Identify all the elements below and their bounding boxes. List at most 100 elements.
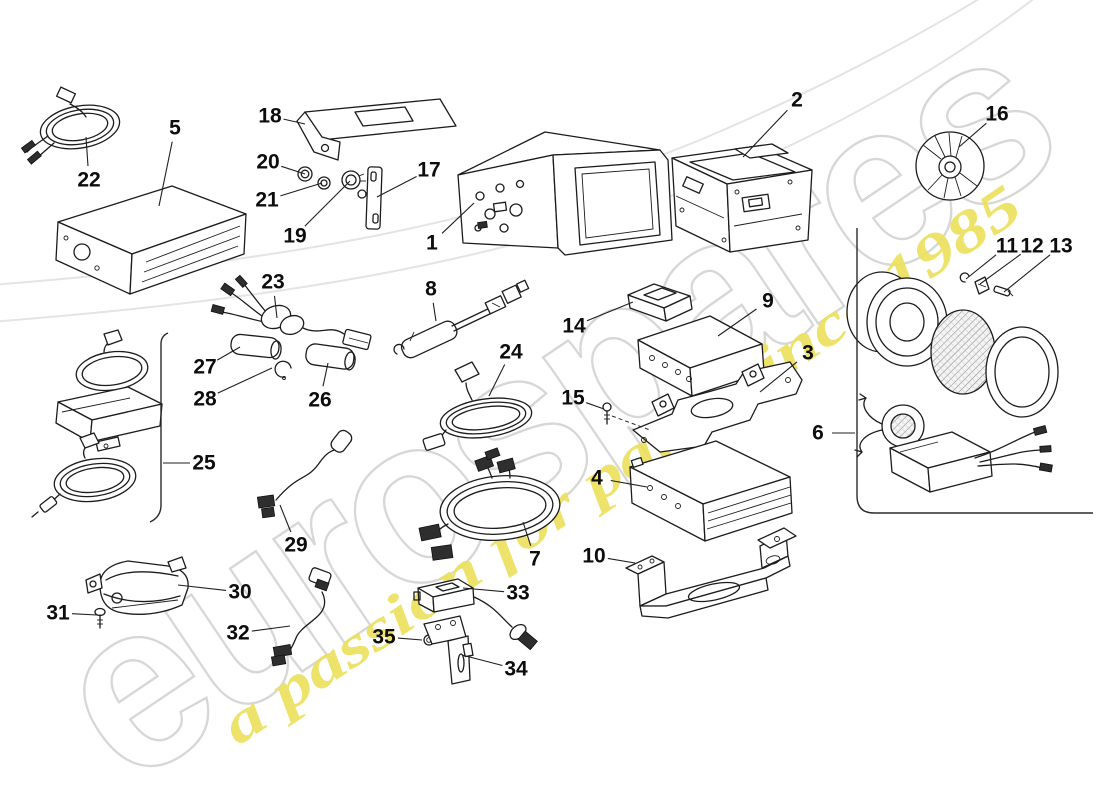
part-label-15: 15: [561, 387, 585, 410]
part-4-amplifier-drawing: [629, 440, 793, 542]
part-label-8: 8: [425, 278, 437, 301]
leader-line-21: [280, 182, 323, 197]
part-label-18: 18: [258, 105, 282, 128]
part-label-28: 28: [193, 388, 217, 411]
leader-line-10: [607, 557, 636, 564]
part-label-5: 5: [169, 117, 181, 140]
part-17-side-bracket-strip-drawing: [357, 166, 383, 230]
part-25-cable-kit-drawing: [31, 329, 163, 518]
leader-line-22: [85, 136, 89, 167]
leader-line-34: [461, 654, 503, 667]
part-label-2: 2: [791, 89, 803, 112]
part-18-top-bracket-plate-drawing: [296, 98, 457, 161]
part-label-13: 13: [1049, 235, 1072, 258]
part-19-knob-drawing: [341, 170, 366, 190]
part-21-ring-drawing: [317, 176, 331, 190]
leader-line-28: [217, 367, 273, 394]
part-15-screw-drawing: [602, 402, 651, 431]
part-label-33: 33: [506, 582, 529, 605]
part-2-mounting-cage-drawing: [671, 143, 813, 253]
part-label-31: 31: [46, 602, 70, 625]
part-label-6: 6: [812, 422, 824, 445]
part-30-subwoofer-drawing: [85, 556, 189, 615]
leader-line-4: [610, 479, 648, 488]
part-32-sensor-cable-drawing: [270, 567, 332, 667]
leader-line-16: [958, 122, 987, 148]
part-9-control-module-drawing: [637, 315, 765, 397]
part-label-4: 4: [591, 467, 603, 490]
leader-line-24: [488, 364, 506, 397]
part-33-antenna-module-drawing: [413, 578, 538, 651]
part-label-12: 12: [1020, 235, 1043, 258]
part-label-10: 10: [582, 545, 605, 568]
part-24-extension-cable-drawing: [422, 361, 533, 451]
part-29-microphone-cable-drawing: [256, 429, 353, 519]
part-27-sleeve-drawing: [230, 333, 282, 360]
leader-line-26: [322, 362, 329, 387]
part-label-14: 14: [562, 315, 586, 338]
leader-line-33: [462, 587, 505, 593]
part-label-27: 27: [193, 356, 216, 379]
part-label-11: 11: [996, 235, 1019, 258]
leader-line-11: [965, 254, 997, 280]
leader-line-2: [742, 109, 788, 158]
part-label-35: 35: [372, 626, 396, 649]
part-34-l-bracket-drawing: [423, 615, 474, 685]
part-14-gps-antenna-drawing: [627, 283, 693, 322]
leader-line-19: [304, 180, 351, 227]
leader-line-18: [283, 118, 306, 125]
part-label-34: 34: [504, 658, 528, 681]
part-label-7: 7: [529, 548, 541, 571]
leader-line-15: [586, 402, 605, 410]
part-3-bracket-plate-drawing: [632, 361, 803, 453]
part-25-group-bracket: [149, 332, 169, 523]
part-label-22: 22: [77, 169, 100, 192]
part-label-19: 19: [283, 225, 306, 248]
leader-line-13: [1003, 254, 1051, 293]
part-label-23: 23: [261, 271, 284, 294]
leader-line-27: [216, 346, 241, 361]
part-12-retainer-drawing: [974, 276, 990, 295]
part-label-20: 20: [256, 151, 279, 174]
leader-line-1: [441, 202, 475, 234]
part-1-head-unit-drawing: [457, 131, 673, 256]
part-22-aux-cable-drawing: [20, 86, 121, 165]
leader-line-31: [71, 613, 98, 616]
part-10-u-bracket-drawing: [625, 527, 797, 619]
leader-line-7: [522, 521, 532, 546]
leader-line-5: [158, 141, 173, 207]
leader-line-35: [397, 637, 423, 641]
leader-line-9: [717, 308, 757, 337]
part-8-antenna-amplifier-drawing: [393, 279, 530, 359]
part-16-cd-disc-drawing: [915, 131, 985, 201]
part-label-17: 17: [417, 159, 440, 182]
part-26-sleeve-drawing: [305, 343, 356, 371]
leader-line-32: [251, 625, 291, 632]
part-11-clip-drawing: [959, 272, 970, 283]
part-28-snap-ring-drawing: [274, 360, 292, 380]
part-label-9: 9: [762, 290, 774, 313]
leader-line-8: [432, 302, 437, 322]
part-5-cd-changer-drawing: [55, 185, 247, 295]
part-6-speaker-kit-drawing: [846, 271, 1059, 493]
leader-line-20: [281, 165, 306, 175]
part-13-screw-drawing: [993, 285, 1014, 297]
leader-line-14: [586, 301, 634, 322]
part-label-26: 26: [308, 389, 331, 412]
part-6-group-bracket: [856, 228, 1093, 514]
leader-line-17: [376, 176, 417, 198]
part-7-harness-coil-drawing: [418, 447, 561, 561]
part-23-adapter-cable-drawing: [210, 274, 372, 351]
part-label-3: 3: [802, 342, 814, 365]
leader-line-23: [273, 295, 278, 319]
leader-line-29: [279, 504, 292, 533]
leader-line-3: [759, 361, 798, 393]
part-label-29: 29: [284, 534, 307, 557]
part-label-21: 21: [255, 189, 279, 212]
part-label-32: 32: [226, 622, 249, 645]
part-label-24: 24: [499, 341, 523, 364]
